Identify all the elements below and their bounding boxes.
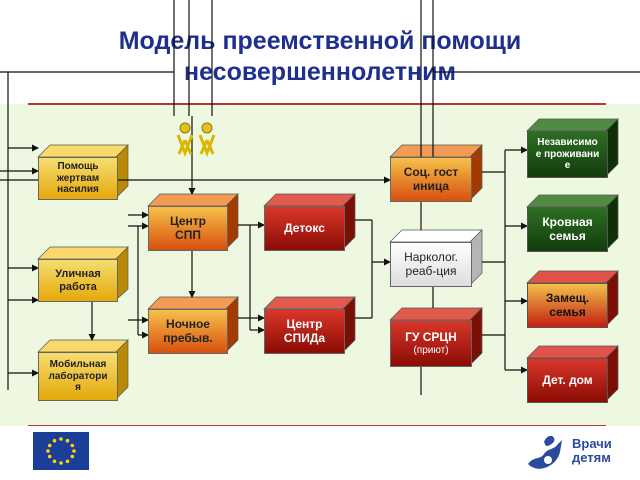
eu-flag-icon <box>33 432 89 470</box>
gu-srcn-label: ГУ СРЦН <box>405 329 457 344</box>
people-icon <box>176 122 216 158</box>
mobile-lab-box: Мобильная лаборатория <box>38 352 118 401</box>
gu-srcn-sublabel: (приют) <box>413 344 449 356</box>
substitute-family-label: Замещ. семья <box>545 290 590 319</box>
social-hotel-label: Соц. гостиница <box>403 164 459 193</box>
connector-lines <box>0 0 640 395</box>
violence-help-box: Помощь жертвам насилия <box>38 157 118 200</box>
independent-living-box: Независимое проживание <box>527 131 608 178</box>
logo-line2: детям <box>572 450 611 465</box>
social-hotel-box: Соц. гостиница <box>390 157 472 202</box>
aids-center-label: Центр СПИДа <box>283 316 326 345</box>
street-work-label: Уличная работа <box>55 267 101 293</box>
center-spp-box: Центр СПП <box>148 206 228 251</box>
violence-help-label: Помощь жертвам насилия <box>56 161 100 196</box>
street-work-box: Уличная работа <box>38 259 118 302</box>
aids-center-box: Центр СПИДа <box>264 309 345 354</box>
detox-label: Детокс <box>284 220 325 235</box>
logo-text: Врачи детям <box>572 437 612 465</box>
orphanage-label: Дет. дом <box>542 372 593 387</box>
narco-rehab-label: Нарколог. реаб-ция <box>404 249 458 278</box>
footer <box>0 426 640 480</box>
narco-rehab-box: Нарколог. реаб-ция <box>390 242 472 287</box>
independent-living-label: Независимое проживание <box>535 137 600 172</box>
blood-family-label: Кровная семья <box>542 214 593 243</box>
page-title: Модель преемственной помощи несовершенно… <box>118 27 522 86</box>
top-rule <box>28 103 606 105</box>
hand-logo-icon <box>524 430 614 474</box>
night-stay-label: Ночное пребыв. <box>163 316 213 345</box>
logo-line1: Врачи <box>572 436 612 451</box>
center-spp-label: Центр СПП <box>169 213 207 242</box>
gu-srcn-box: ГУ СРЦН (приют) <box>390 320 472 367</box>
mobile-lab-label: Мобильная лаборатория <box>48 359 108 394</box>
orphanage-box: Дет. дом <box>527 358 608 403</box>
detox-box: Детокс <box>264 206 345 251</box>
night-stay-box: Ночное пребыв. <box>148 309 228 354</box>
substitute-family-box: Замещ. семья <box>527 283 608 328</box>
blood-family-box: Кровная семья <box>527 207 608 252</box>
